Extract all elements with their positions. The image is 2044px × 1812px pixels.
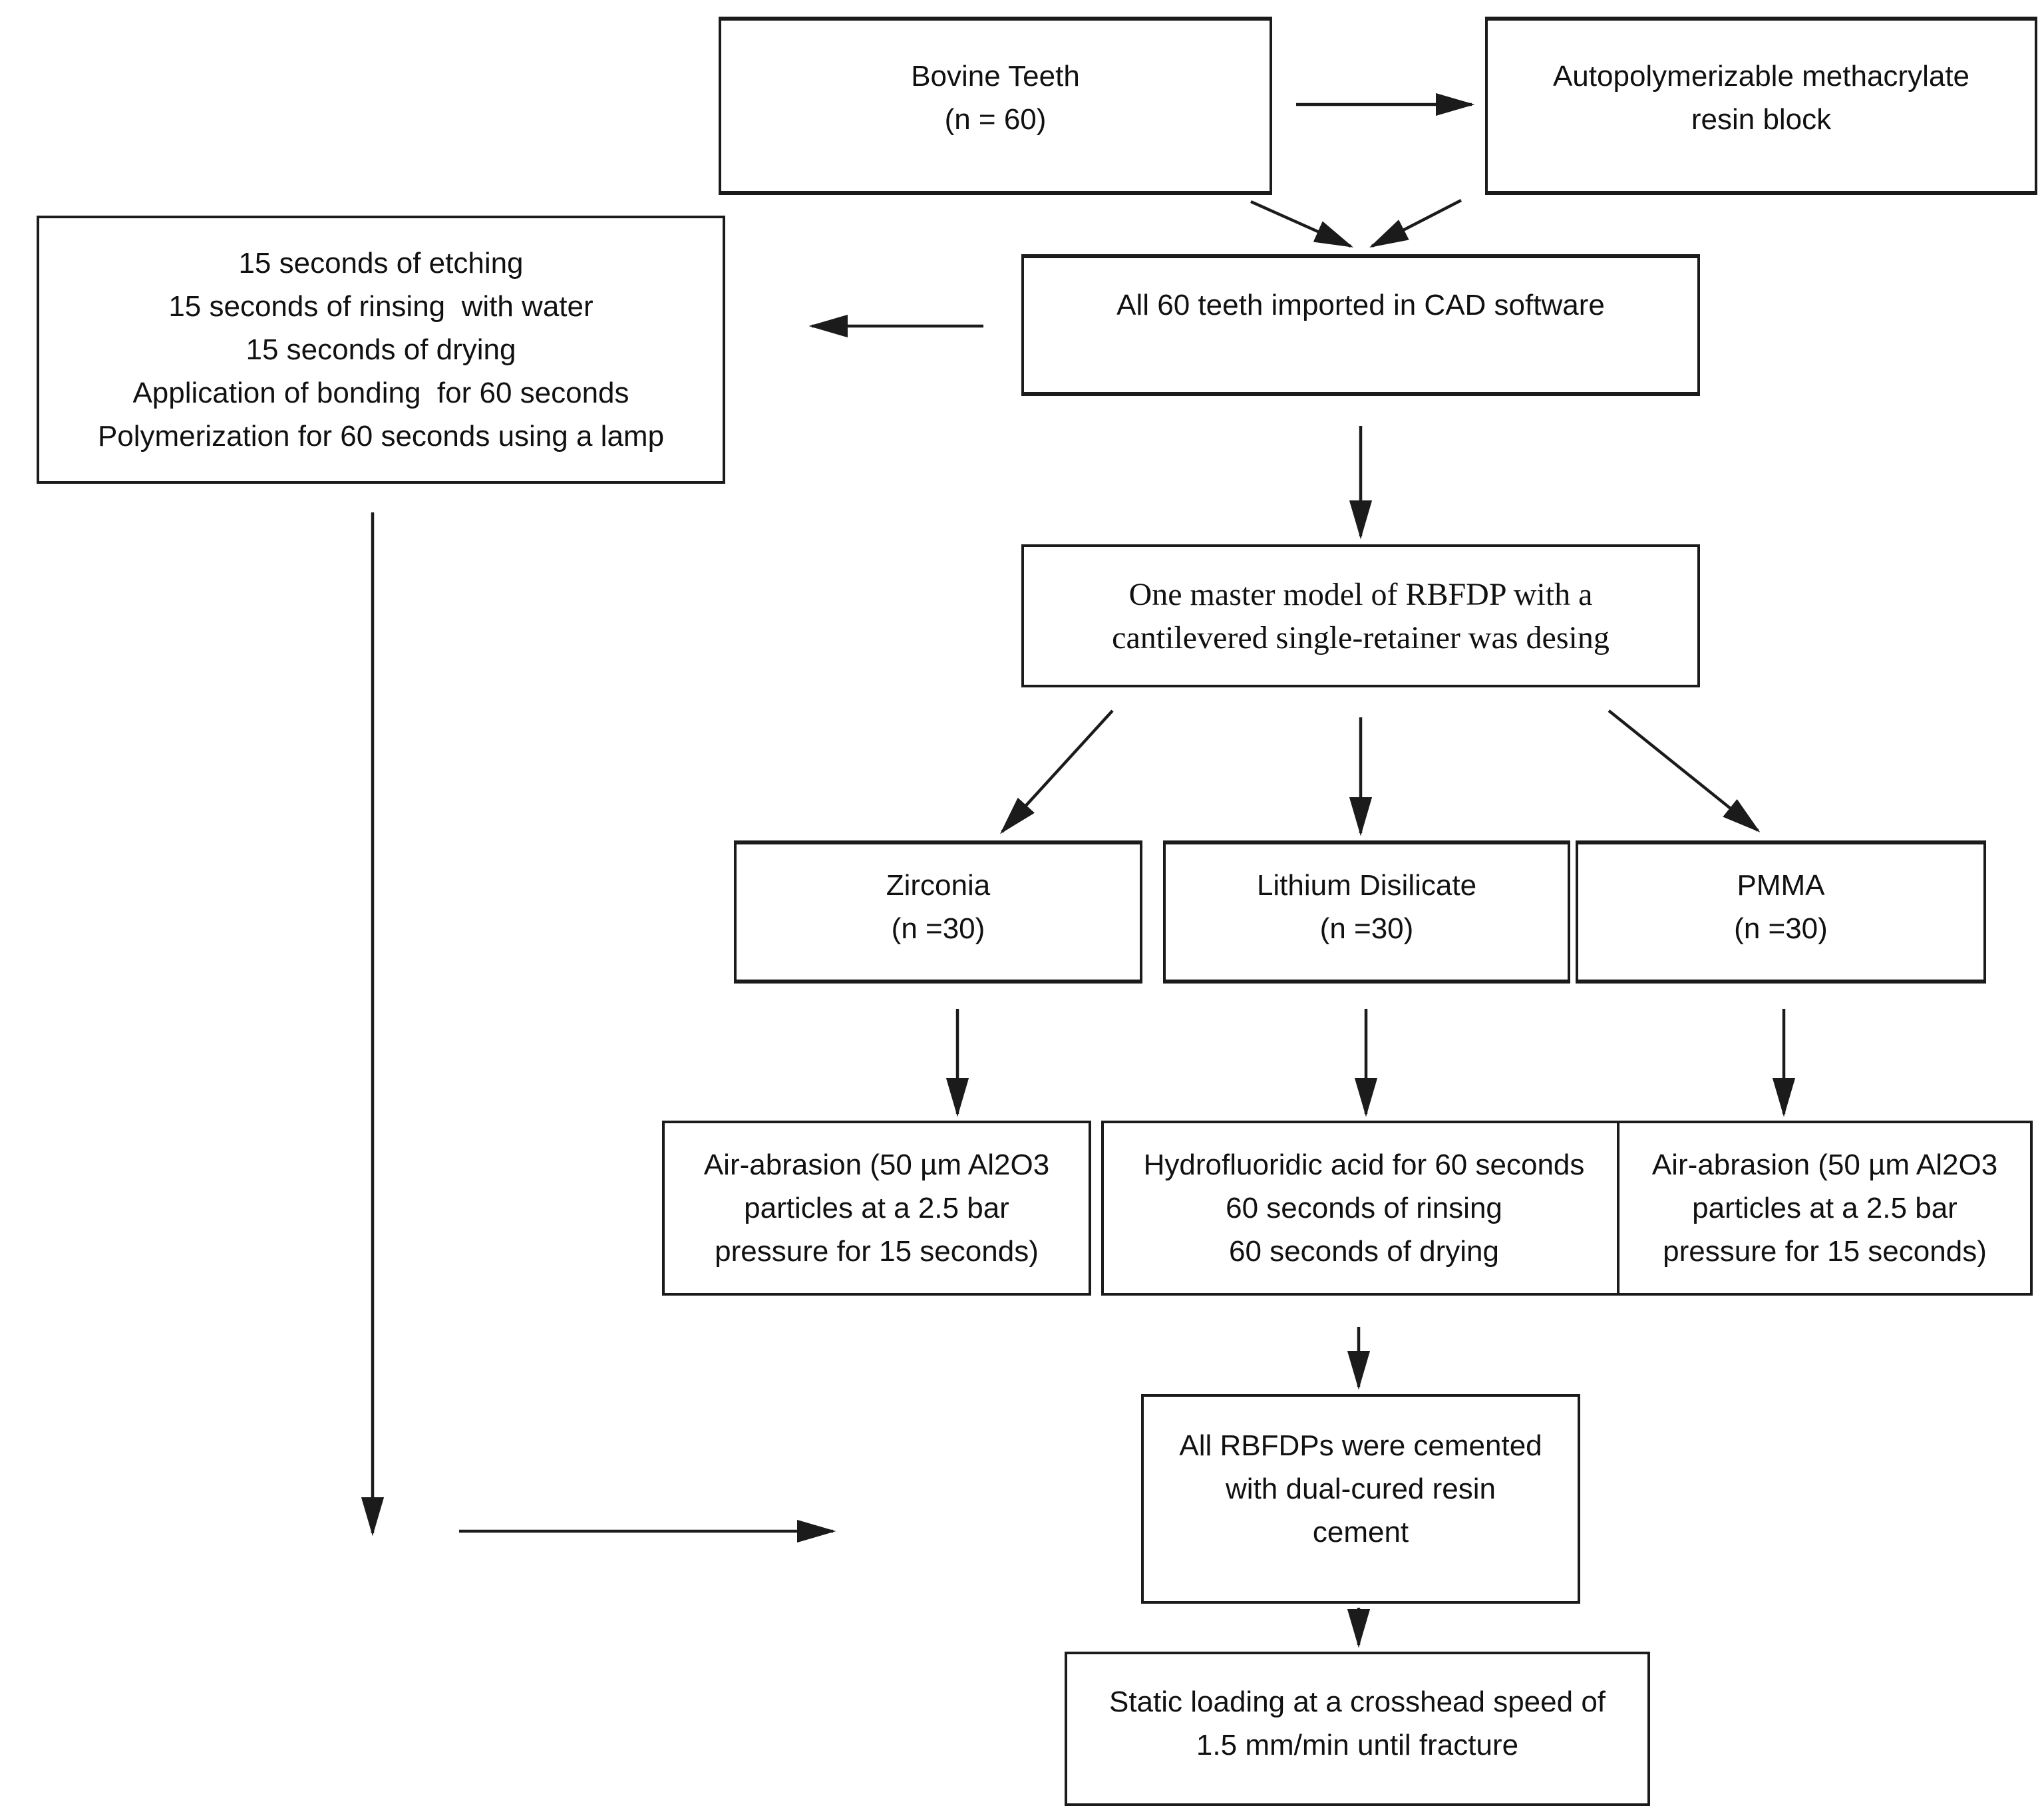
box-cementation: All RBFDPs were cemented with dual-cured… <box>1141 1394 1580 1604</box>
box-line: pressure for 15 seconds) <box>715 1235 1039 1268</box>
box-line: particles at a 2.5 bar <box>1692 1192 1958 1224</box>
box-line: 60 seconds of rinsing <box>1226 1192 1502 1224</box>
box-line: 60 seconds of drying <box>1228 1235 1500 1268</box>
box-line: (n =30) <box>1734 912 1828 945</box>
box-bovine-teeth: Bovine Teeth (n = 60) <box>719 17 1272 195</box>
box-line: pressure for 15 seconds) <box>1663 1235 1987 1268</box>
box-line: Static loading at a crosshead speed of <box>1108 1686 1606 1718</box>
arrow-master-to-pmma <box>1608 709 1761 832</box>
box-line: (n = 60) <box>944 103 1047 136</box>
box-line: Hydrofluoridic acid for 60 seconds <box>1143 1149 1585 1181</box>
box-line: Application of bonding for 60 seconds <box>132 377 629 409</box>
box-line: resin block <box>1691 103 1832 136</box>
box-master-model: One master model of RBFDP with a cantile… <box>1021 544 1700 687</box>
box-surface-prep: 15 seconds of etching 15 seconds of rins… <box>37 216 725 484</box>
box-line: 15 seconds of drying <box>246 333 516 366</box>
box-line: cantilevered single-retainer was desing <box>1112 620 1610 655</box>
box-line: (n =30) <box>1319 912 1414 945</box>
box-line: All RBFDPs were cemented <box>1179 1429 1542 1462</box>
arrow-resin-to-cad <box>1369 198 1462 248</box>
box-air-abrasion-right: Air-abrasion (50 µm Al2O3 particles at a… <box>1617 1121 2033 1296</box>
box-line: with dual-cured resin <box>1226 1473 1496 1505</box>
box-static-loading: Static loading at a crosshead speed of 1… <box>1065 1652 1650 1806</box>
box-air-abrasion-left: Air-abrasion (50 µm Al2O3 particles at a… <box>662 1121 1091 1296</box>
box-line: 15 seconds of rinsing with water <box>168 290 594 323</box>
box-hydrofluoric: Hydrofluoridic acid for 60 seconds 60 se… <box>1101 1121 1627 1296</box>
box-cad-import: All 60 teeth imported in CAD software <box>1021 254 1700 396</box>
box-line: Bovine Teeth <box>911 60 1080 92</box>
box-line: Lithium Disilicate <box>1256 868 1477 902</box>
box-lithium-disilicate: Lithium Disilicate (n =30) <box>1163 840 1570 984</box>
box-line: (n =30) <box>891 912 985 945</box>
box-resin-block: Autopolymerizable methacrylate resin blo… <box>1485 17 2037 195</box>
box-line: Air-abrasion (50 µm Al2O3 <box>1651 1149 1998 1181</box>
box-line: Polymerization for 60 seconds using a la… <box>97 420 665 453</box>
box-line: Air-abrasion (50 µm Al2O3 <box>703 1149 1050 1181</box>
box-line: particles at a 2.5 bar <box>744 1192 1009 1224</box>
box-line: 1.5 mm/min until fracture <box>1196 1729 1519 1761</box>
box-line: PMMA <box>1737 868 1825 902</box>
box-pmma: PMMA (n =30) <box>1576 840 1986 984</box>
arrow-bovine-to-cad <box>1250 200 1354 248</box>
box-line: 15 seconds of etching <box>238 247 524 279</box>
box-zirconia: Zirconia (n =30) <box>734 840 1142 984</box>
box-line: cement <box>1312 1516 1409 1548</box>
arrow-master-to-zirconia <box>999 709 1114 834</box>
box-line: Autopolymerizable methacrylate <box>1552 60 1970 92</box>
box-line: All 60 teeth imported in CAD software <box>1116 289 1605 321</box>
box-line: Zirconia <box>886 868 991 902</box>
box-line: One master model of RBFDP with a <box>1128 576 1593 612</box>
